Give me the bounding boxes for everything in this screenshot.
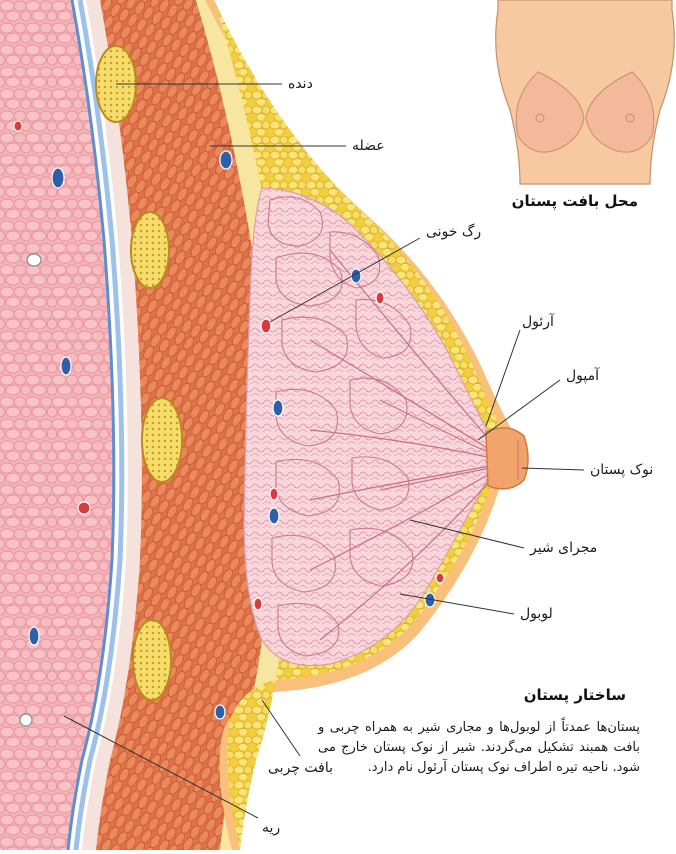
label-milk-duct: مجرای شیر (530, 540, 597, 556)
section-title: ساختار پستان (524, 686, 626, 704)
rib (131, 212, 169, 288)
inset-caption: محل بافت پستان (512, 192, 638, 210)
description-paragraph: پستان‌ها عمدتاً از لوبول‌ها و مجاری شیر … (318, 718, 640, 778)
breast-location-inset (496, 0, 675, 184)
label-nipple: نوک پستان (590, 462, 653, 478)
glandular-tissue (244, 188, 494, 666)
rib (142, 398, 182, 482)
rib (133, 620, 171, 700)
label-ampulla: آمپول (566, 368, 599, 384)
label-areola: آرئول (522, 314, 554, 330)
label-blood-vessel: رگ خونی (426, 224, 481, 240)
nipple (486, 428, 528, 489)
label-lobule: لوبول (520, 606, 553, 622)
label-lung: ریه (262, 820, 280, 836)
label-muscle: عضله (352, 138, 385, 154)
label-rib: دنده (288, 76, 313, 92)
